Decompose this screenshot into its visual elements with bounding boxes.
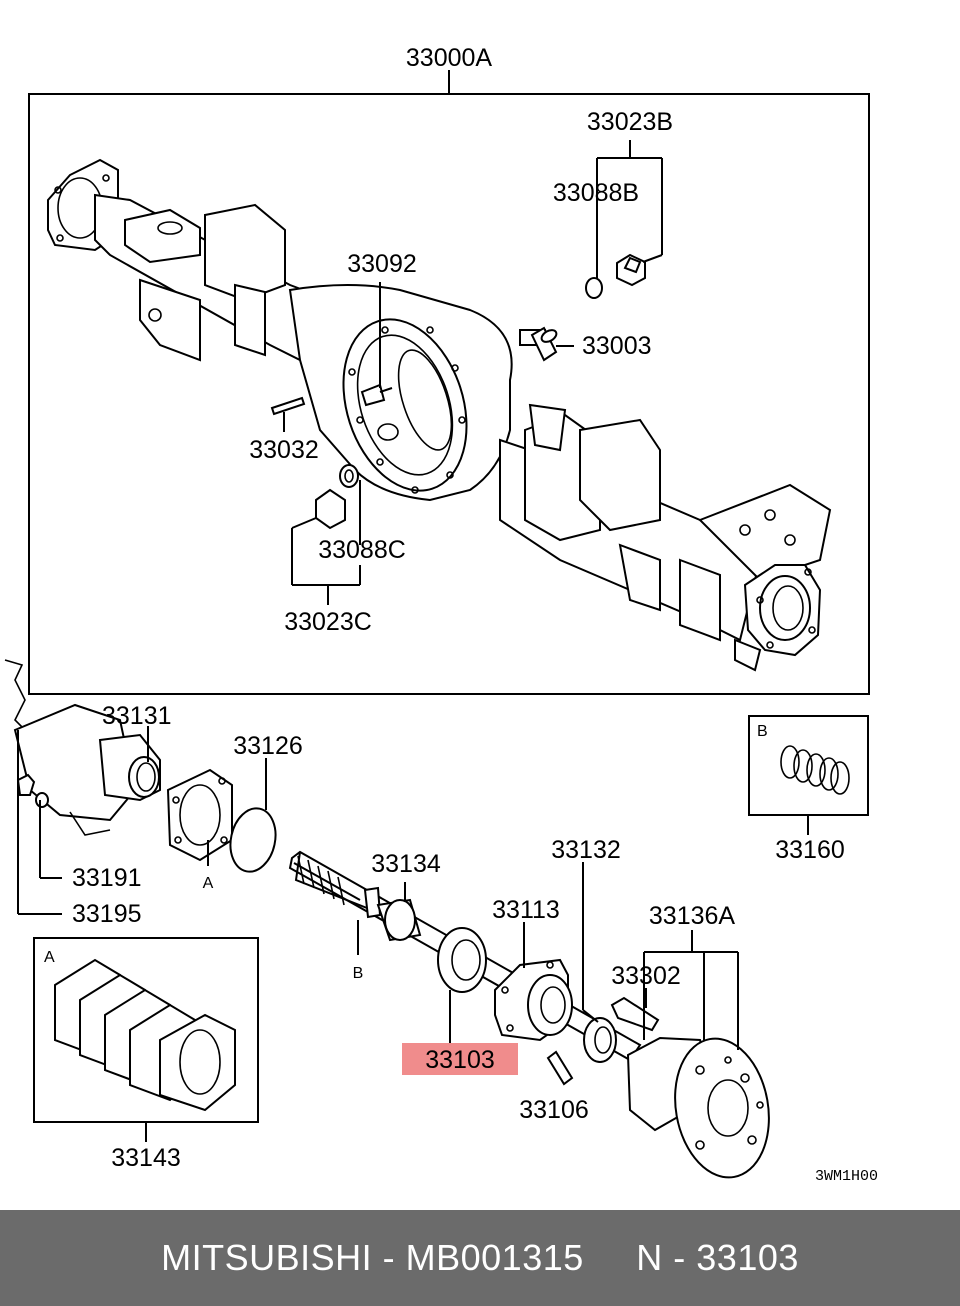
gasket-plate-part — [166, 768, 233, 862]
label-bolt-center: 33092 — [347, 250, 417, 278]
label-breather: 33003 — [582, 332, 652, 360]
footer-sep2: - — [662, 1237, 697, 1278]
label-drum: 33136A — [649, 902, 736, 930]
label-ref-a2: A — [44, 949, 55, 966]
label-hub-bolt: 33302 — [611, 962, 681, 990]
stud-part — [270, 396, 306, 416]
axle-housing — [47, 158, 832, 672]
highlight-box — [402, 1043, 518, 1075]
label-snap-rings: 33160 — [775, 836, 845, 864]
snap-ring-stack — [780, 745, 850, 795]
assembly-frame — [28, 70, 870, 695]
drum-part — [626, 1036, 770, 1179]
footer-ref-number: 33103 — [696, 1237, 799, 1278]
label-gasket-b: 33088B — [553, 179, 639, 207]
footer-bar: MITSUBISHI - MB001315 N - 33103 — [0, 1210, 960, 1306]
housing-stub — [4, 659, 161, 836]
label-bolt-b: 33023B — [587, 108, 673, 136]
label-retainer: 33134 — [371, 850, 441, 878]
label-nut: 33191 — [72, 864, 142, 892]
footer-sep1: - — [372, 1237, 406, 1278]
label-shim-kit: 33143 — [111, 1144, 181, 1172]
label-hub-bearing: 33132 — [551, 836, 621, 864]
footer-gap — [584, 1237, 637, 1279]
label-stud: 33032 — [249, 436, 319, 464]
label-ref-a1: A — [203, 875, 214, 892]
footer-brand: MITSUBISHI — [161, 1237, 373, 1278]
label-ref-b1: B — [353, 965, 364, 982]
label-bearing-highlight[interactable]: 33103 — [425, 1046, 495, 1074]
breather-part — [530, 326, 558, 362]
bearing-part — [437, 927, 487, 993]
label-assembly: 33000A — [406, 44, 493, 72]
parts-diagram: 33000A — [4, 44, 878, 1185]
label-washer: 33195 — [72, 900, 142, 928]
label-ref-b2: B — [757, 723, 768, 740]
footer-ref: N — [636, 1237, 663, 1278]
plug-c-part — [315, 464, 359, 530]
diagram-code: 3WM1H00 — [815, 1168, 878, 1185]
bolt-b-part — [585, 253, 646, 299]
housing-plate-part — [494, 958, 573, 1042]
label-small-bolt: 33106 — [519, 1096, 589, 1124]
label-seal-housing: 33131 — [102, 702, 172, 730]
small-bolt-part — [546, 1050, 574, 1086]
label-oring: 33126 — [233, 732, 303, 760]
hub-bolt-part — [610, 996, 660, 1032]
label-plug-c: 33023C — [284, 608, 372, 636]
label-gasket-c: 33088C — [318, 536, 406, 564]
footer-part-number: MB001315 — [405, 1237, 584, 1278]
oring-part — [229, 807, 277, 873]
shim-stack — [54, 958, 236, 1112]
label-housing-plate: 33113 — [492, 896, 560, 924]
